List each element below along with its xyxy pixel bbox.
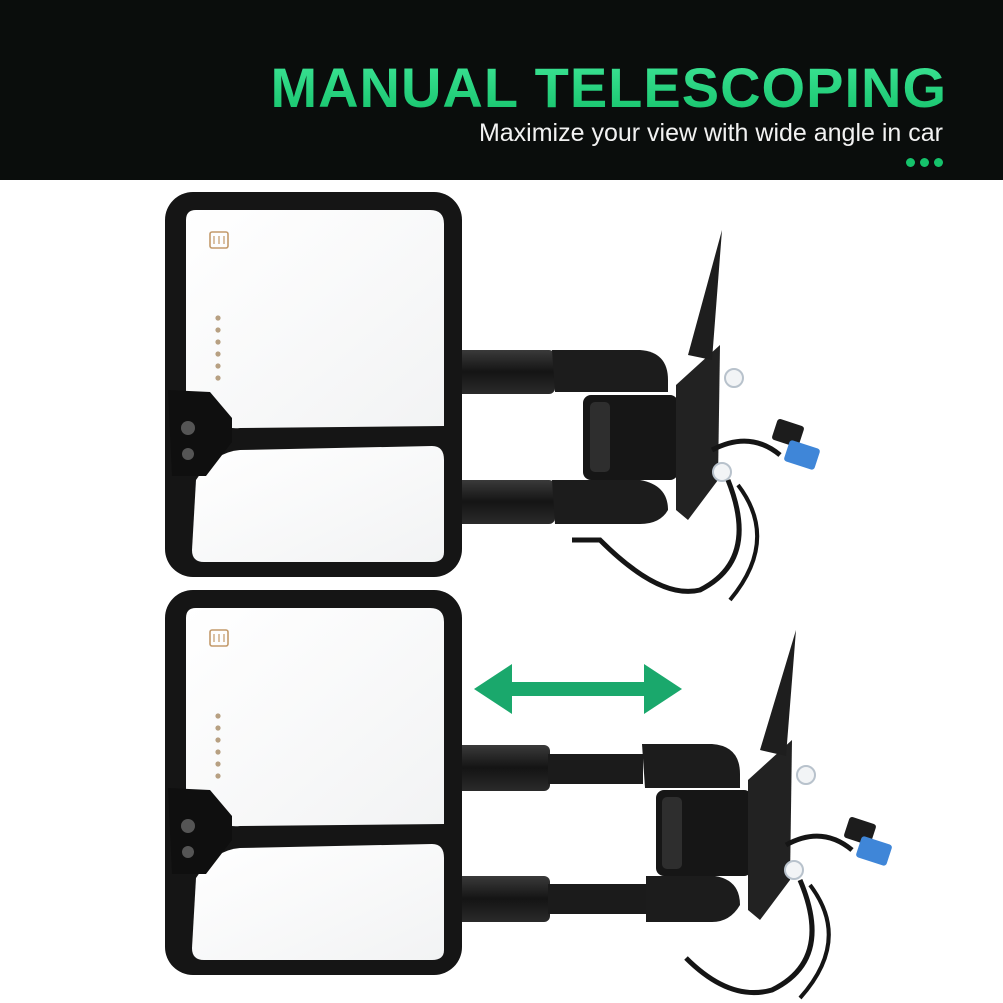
main-glass [186,608,444,827]
dot-icon [934,158,943,167]
blind-spot-glass [192,844,444,960]
upper-arm-outer [455,745,550,791]
page-title: MANUAL TELESCOPING [270,56,947,119]
connector [772,418,804,448]
bolt-icon [712,462,732,482]
mirror-extended [165,590,892,1000]
mount-plate [676,345,720,520]
connector-blue [784,440,820,470]
lower-arm-outer [455,876,550,922]
wire [684,879,815,996]
mount-fin [760,630,796,756]
decorative-dots [906,158,943,167]
wire [728,483,760,602]
connector-blue [856,836,892,866]
mount-plate [748,740,792,920]
heater-icon [209,629,229,647]
heater-icon [209,231,229,249]
blind-spot-glass [192,446,444,562]
lower-arm-elbow [646,876,740,922]
dot-icon [906,158,915,167]
wire [784,833,854,852]
wire [798,883,831,1000]
lower-arm-elbow [552,480,668,524]
double-arrow-icon [474,664,682,714]
wire [572,479,742,594]
mirror-retracted [165,192,820,602]
page-subtitle: Maximize your view with wide angle in ca… [478,119,943,147]
header-banner: MANUAL TELESCOPING Maximize your view wi… [0,0,1003,180]
upper-arm-elbow [642,744,740,788]
turn-signal-icon [215,713,221,779]
lower-arm-outer [455,480,555,524]
lower-arm-inner [548,884,648,914]
bolt-icon [796,765,816,785]
upper-arm-outer [455,350,555,394]
turn-signal-icon [215,315,221,381]
upper-arm-elbow [552,350,668,392]
mount-fin [688,230,722,360]
dot-icon [920,158,929,167]
upper-arm-inner [548,754,643,784]
main-glass [186,210,444,429]
mirror-illustration [165,192,892,1000]
wire [710,438,782,457]
bolt-icon [724,368,744,388]
bolt-icon [784,860,804,880]
